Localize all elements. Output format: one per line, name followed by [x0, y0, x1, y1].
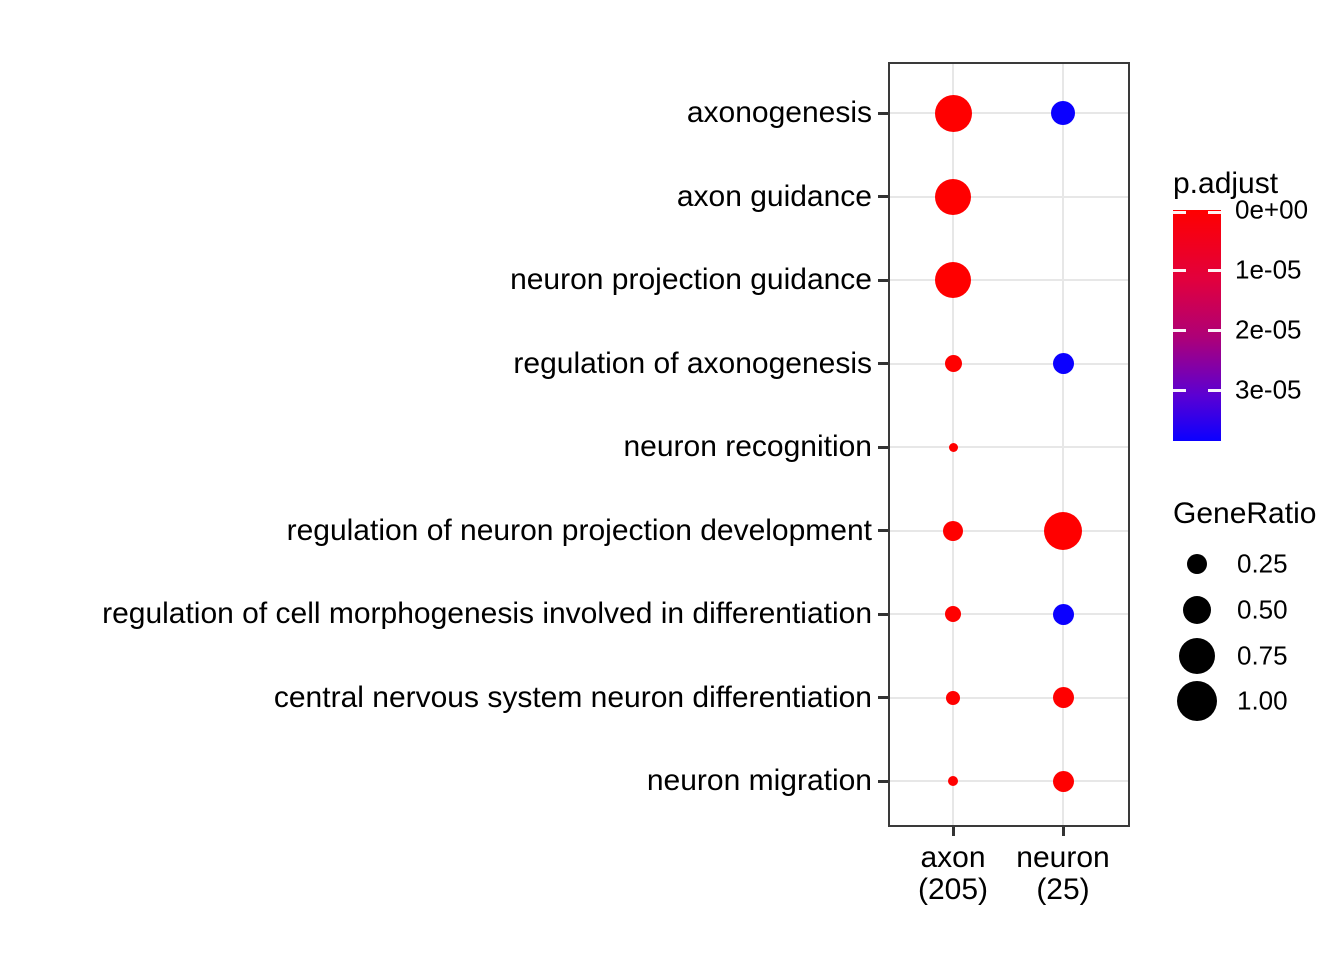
y-axis-tick	[878, 278, 888, 282]
x-axis-label: axon(205)	[863, 842, 1043, 906]
data-dot	[1044, 511, 1082, 550]
y-axis-label: regulation of cell morphogenesis involve…	[102, 597, 872, 630]
y-axis-label: neuron projection guidance	[510, 263, 872, 296]
y-axis-label: central nervous system neuron differenti…	[273, 680, 872, 714]
data-dot	[1052, 603, 1074, 625]
data-dot	[943, 520, 963, 541]
gridline-horizontal	[890, 613, 1128, 615]
gridline-horizontal	[890, 780, 1128, 782]
y-axis-tick	[878, 195, 888, 198]
colorbar-tick-right	[1208, 268, 1221, 272]
data-dot	[944, 355, 962, 372]
data-dot	[1051, 101, 1075, 125]
colorbar-tick-label: 3e-05	[1235, 374, 1302, 405]
y-axis-label: regulation of axonogenesis	[513, 346, 872, 380]
plot-panel	[888, 62, 1130, 827]
colorbar-tick-right	[1208, 388, 1221, 392]
data-dot	[1052, 687, 1074, 708]
colorbar-legend-title: p.adjust	[1173, 167, 1279, 200]
size-key-dot	[1187, 554, 1207, 574]
y-axis-tick	[878, 111, 888, 115]
size-key-label: 0.25	[1237, 548, 1288, 579]
colorbar-tick-label: 0e+00	[1235, 194, 1309, 225]
x-axis-label-name: neuron	[1016, 841, 1110, 874]
y-axis-label: regulation of neuron projection developm…	[286, 513, 872, 547]
x-axis-label-name: axon	[920, 841, 986, 874]
y-axis-tick	[878, 362, 888, 365]
size-key-dot	[1179, 637, 1215, 674]
data-dot	[946, 690, 960, 705]
data-dot	[948, 442, 958, 452]
size-key-dot	[1177, 681, 1217, 722]
y-axis-label: neuron migration	[646, 764, 872, 797]
gridline-horizontal	[890, 362, 1128, 365]
y-axis-tick	[878, 529, 888, 532]
data-dot	[948, 776, 958, 786]
data-dot	[934, 94, 972, 132]
data-dot	[1052, 353, 1074, 374]
gridline-horizontal	[890, 446, 1128, 448]
size-key-label: 1.00	[1237, 685, 1288, 716]
data-dot	[935, 262, 971, 298]
size-legend-title: GeneRatio	[1173, 497, 1317, 530]
y-axis-label: neuron recognition	[623, 430, 872, 463]
data-dot	[945, 606, 961, 622]
colorbar-tick-left	[1173, 328, 1186, 332]
gridline-horizontal	[890, 529, 1128, 532]
size-key-label: 0.75	[1237, 640, 1288, 671]
gridline-horizontal	[890, 195, 1128, 198]
x-axis-tick	[1061, 827, 1065, 836]
x-axis-label: neuron(25)	[973, 842, 1153, 906]
gridline-vertical	[1062, 64, 1064, 825]
colorbar-tick-right	[1208, 328, 1221, 332]
y-axis-label: axonogenesis	[686, 96, 872, 129]
y-axis-tick	[878, 779, 888, 783]
x-axis-label-count: (25)	[1036, 873, 1090, 906]
colorbar-tick-left	[1173, 268, 1186, 272]
colorbar-tick-right	[1208, 211, 1221, 214]
y-axis-label: axon guidance	[676, 179, 872, 213]
size-key-label: 0.50	[1237, 594, 1288, 625]
size-key-dot	[1183, 595, 1211, 624]
x-axis-tick	[951, 827, 955, 836]
y-axis-tick	[878, 612, 888, 616]
y-axis-tick	[878, 696, 888, 699]
data-dot	[935, 178, 971, 215]
data-dot	[1052, 770, 1074, 792]
y-axis-tick	[878, 445, 888, 449]
colorbar-gradient	[1173, 210, 1221, 441]
colorbar-tick-left	[1173, 388, 1186, 392]
gridline-horizontal	[890, 279, 1128, 281]
colorbar-tick-label: 1e-05	[1235, 254, 1302, 285]
gridline-horizontal	[890, 112, 1128, 114]
colorbar-tick-label: 2e-05	[1235, 314, 1302, 345]
gridline-horizontal	[890, 696, 1128, 699]
x-axis-label-count: (205)	[917, 873, 989, 906]
colorbar-tick-left	[1173, 211, 1186, 214]
